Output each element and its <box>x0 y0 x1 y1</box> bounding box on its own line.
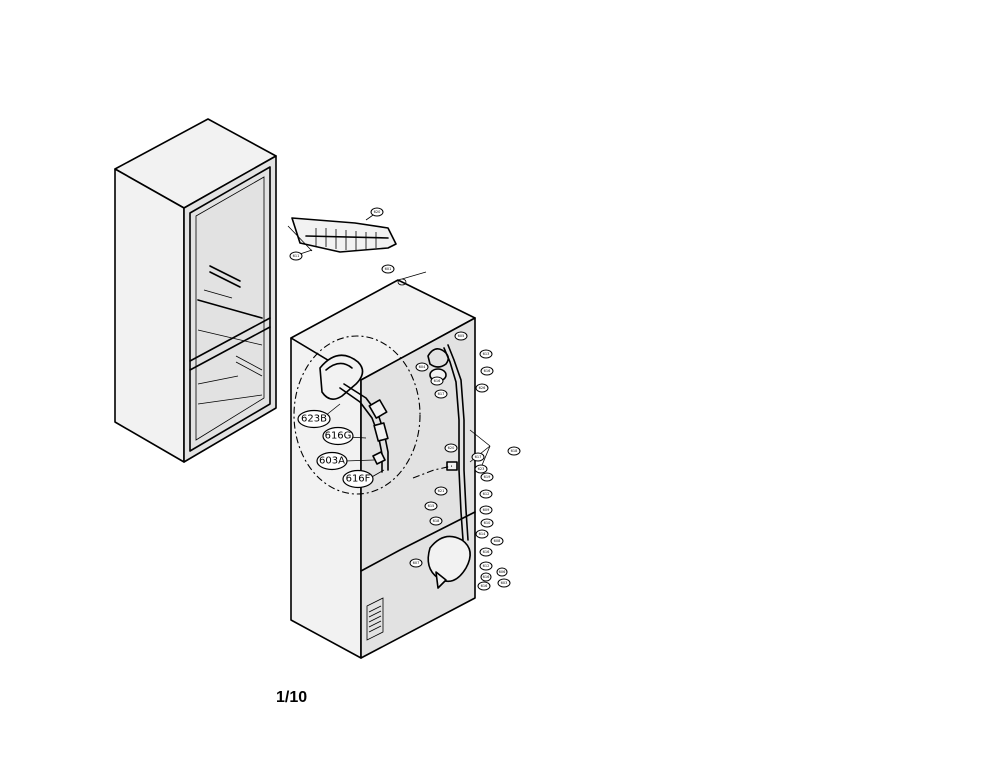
svg-text:603: 603 <box>501 581 508 585</box>
svg-text:611: 611 <box>293 254 300 258</box>
svg-text:620: 620 <box>448 446 455 450</box>
svg-text:616: 616 <box>483 550 490 554</box>
svg-text:617: 617 <box>475 455 482 459</box>
svg-text:603A: 603A <box>319 456 345 467</box>
svg-text:605: 605 <box>458 334 465 338</box>
svg-text:616: 616 <box>483 575 490 579</box>
svg-text:619: 619 <box>484 475 491 479</box>
svg-text:607: 607 <box>413 561 420 565</box>
svg-text:617: 617 <box>438 392 445 396</box>
svg-text:615: 615 <box>428 504 435 508</box>
part-number-callouts: 605 613 604 616 616 626 617 620 618 617 … <box>409 331 521 591</box>
callout-616f: 616F <box>342 469 374 489</box>
water-line-assembly <box>412 344 491 589</box>
svg-text:608: 608 <box>494 539 501 543</box>
svg-text:606: 606 <box>499 570 506 574</box>
svg-text:609: 609 <box>483 508 490 512</box>
ice-tray-assembly: 620 611 <box>287 207 397 261</box>
page-number: 1/10 <box>276 689 308 706</box>
svg-text:618: 618 <box>511 449 518 453</box>
svg-text:604: 604 <box>419 365 426 369</box>
svg-text:623B: 623B <box>301 414 327 425</box>
svg-text:621: 621 <box>438 489 445 493</box>
callout-623b: 623B <box>297 409 331 429</box>
svg-text:613: 613 <box>483 352 490 356</box>
svg-text:601: 601 <box>385 267 392 271</box>
svg-text:618: 618 <box>433 519 440 523</box>
svg-text:616: 616 <box>434 379 441 383</box>
svg-text:620: 620 <box>374 210 381 214</box>
svg-text:610: 610 <box>484 521 491 525</box>
svg-text:614: 614 <box>479 532 486 536</box>
svg-text:623: 623 <box>478 467 485 471</box>
svg-text:612: 612 <box>483 492 490 496</box>
svg-text:616: 616 <box>484 369 491 373</box>
detail-view-circle <box>293 335 421 495</box>
callout-603a: 603A <box>316 451 348 471</box>
svg-text:626: 626 <box>479 386 486 390</box>
svg-text:616G: 616G <box>325 431 352 442</box>
refrigerator-cabinet-front-view <box>114 118 277 463</box>
svg-text:616: 616 <box>481 584 488 588</box>
svg-text:612: 612 <box>483 564 490 568</box>
callout-616g: 616G <box>322 426 354 446</box>
svg-text:616F: 616F <box>346 474 371 485</box>
